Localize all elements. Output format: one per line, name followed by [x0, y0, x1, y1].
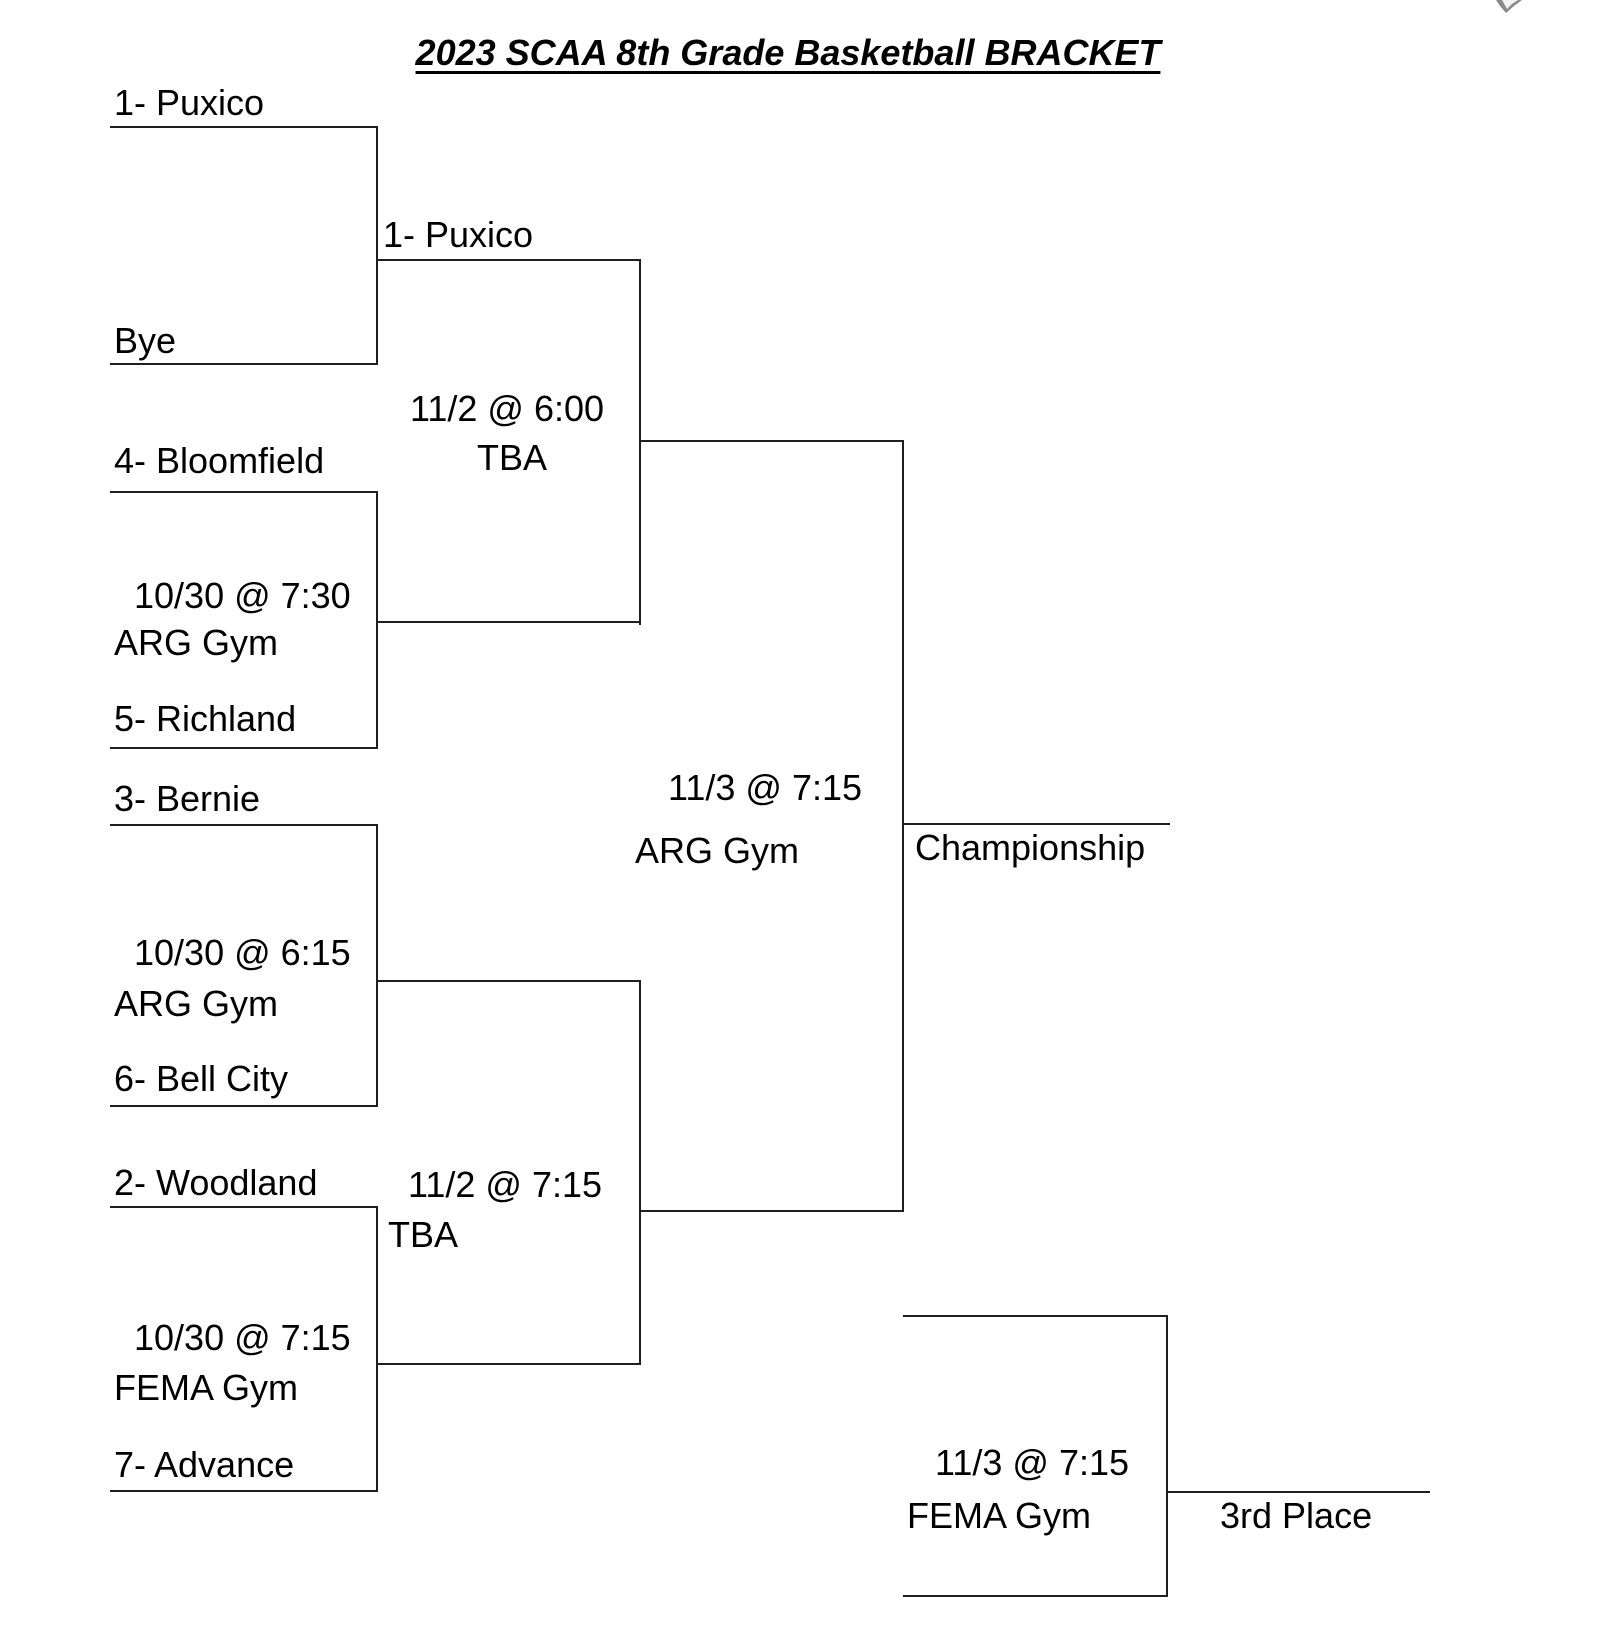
line-sf1-winner — [640, 440, 903, 442]
line-slot-woodland — [110, 1206, 377, 1208]
connector-3p — [1166, 1315, 1168, 1597]
line-3p-top — [903, 1315, 1167, 1317]
game2-venue: ARG Gym — [114, 983, 279, 1024]
connector-game3 — [376, 824, 378, 1107]
connector-game1 — [376, 126, 378, 365]
team-seed4-bloomfield: 4- Bloomfield — [114, 440, 325, 481]
semifinal1-datetime: 11/2 @ 6:00 — [410, 388, 605, 429]
line-slot-puxico — [110, 126, 377, 128]
semifinal1-venue: TBA — [477, 437, 548, 478]
championship-datetime: 11/3 @ 7:15 — [668, 767, 863, 808]
game1-datetime: 10/30 @ 7:30 — [134, 575, 351, 616]
team-seed2-woodland: 2- Woodland — [114, 1162, 318, 1203]
game3-datetime: 10/30 @ 7:15 — [134, 1317, 351, 1358]
line-r2-winner1 — [377, 259, 640, 261]
line-slot-bloomfield — [110, 491, 377, 493]
line-r2-winner4 — [377, 1363, 640, 1365]
championship-label: Championship — [915, 827, 1146, 868]
line-r2-winner2 — [377, 621, 640, 623]
semifinal2-venue: TBA — [388, 1214, 459, 1255]
connector-semifinal1 — [639, 259, 641, 625]
game2-datetime: 10/30 @ 6:15 — [134, 932, 351, 973]
line-slot-bye — [110, 363, 377, 365]
line-3p-winner — [1167, 1491, 1430, 1493]
championship-venue: ARG Gym — [635, 830, 800, 871]
line-slot-bellcity — [110, 1105, 377, 1107]
team-bye: Bye — [114, 320, 177, 361]
line-slot-richland — [110, 747, 377, 749]
connector-game2 — [376, 491, 378, 749]
connector-game4 — [376, 1206, 378, 1492]
team-seed3-bernie: 3- Bernie — [114, 778, 261, 819]
semifinal2-datetime: 11/2 @ 7:15 — [408, 1164, 603, 1205]
third-place-venue: FEMA Gym — [907, 1495, 1092, 1536]
team-seed5-richland: 5- Richland — [114, 698, 297, 739]
connector-semifinal2 — [639, 980, 641, 1365]
line-r2-winner3 — [377, 980, 640, 982]
connector-final — [902, 440, 904, 1212]
line-championship — [903, 823, 1170, 825]
game1-venue: ARG Gym — [114, 622, 279, 663]
line-slot-bernie — [110, 824, 377, 826]
line-sf2-winner — [640, 1210, 903, 1212]
page-title: 2023 SCAA 8th Grade Basketball BRACKET — [415, 32, 1161, 73]
third-place-label: 3rd Place — [1220, 1495, 1373, 1536]
team-seed1-puxico: 1- Puxico — [114, 82, 265, 123]
game3-venue: FEMA Gym — [114, 1367, 299, 1408]
third-place-datetime: 11/3 @ 7:15 — [935, 1442, 1130, 1483]
team-seed7-advance: 7- Advance — [114, 1444, 295, 1485]
line-slot-advance — [110, 1490, 377, 1492]
cursor-artifact — [1496, 0, 1522, 13]
team-seed6-bellcity: 6- Bell City — [114, 1058, 289, 1099]
line-3p-bottom — [903, 1595, 1167, 1597]
r2-winner1-puxico: 1- Puxico — [383, 214, 534, 255]
